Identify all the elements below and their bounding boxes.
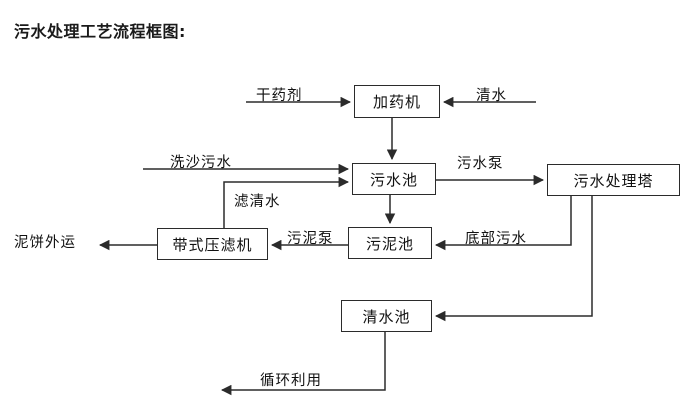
edge-label-sand-wash-sewage: 洗沙污水 [170, 155, 232, 171]
node-dosing-machine[interactable]: 加药机 [354, 85, 440, 118]
node-label: 清水池 [362, 307, 411, 326]
node-label: 污泥池 [365, 234, 414, 253]
edge-label-clean-water: 清水 [476, 88, 507, 104]
terminal-label-mud-cake-out: 泥饼外运 [14, 235, 76, 251]
node-sludge-pool[interactable]: 污泥池 [348, 227, 432, 259]
edge-label-sludge-pump: 污泥泵 [287, 231, 334, 247]
node-treatment-tower[interactable]: 污水处理塔 [547, 164, 680, 196]
edge-label-dry-agent: 干药剂 [256, 88, 303, 104]
node-label: 污水处理塔 [573, 171, 654, 190]
edge-tower-to-sludge-pool [434, 196, 572, 251]
node-label: 加药机 [372, 93, 421, 111]
node-sewage-pool[interactable]: 污水池 [352, 163, 436, 195]
edge-label-bottom-sewage: 底部污水 [465, 231, 527, 247]
node-label: 带式压滤机 [172, 235, 253, 254]
edge-tower-to-clearwater-pool [434, 196, 593, 322]
page-title: 污水处理工艺流程框图: [14, 22, 186, 41]
edge-label-filtered-water: 滤清水 [234, 194, 281, 210]
node-clearwater-pool[interactable]: 清水池 [341, 300, 432, 332]
edge-filtered-to-sewage-pool [223, 176, 350, 228]
edge-label-recycle-use: 循环利用 [260, 373, 322, 389]
edge-label-sewage-pump: 污水泵 [457, 156, 504, 172]
node-belt-filter-press[interactable]: 带式压滤机 [157, 228, 268, 260]
edge-clearwater-pool-to-recycle [220, 332, 386, 396]
node-label: 污水池 [369, 170, 418, 189]
